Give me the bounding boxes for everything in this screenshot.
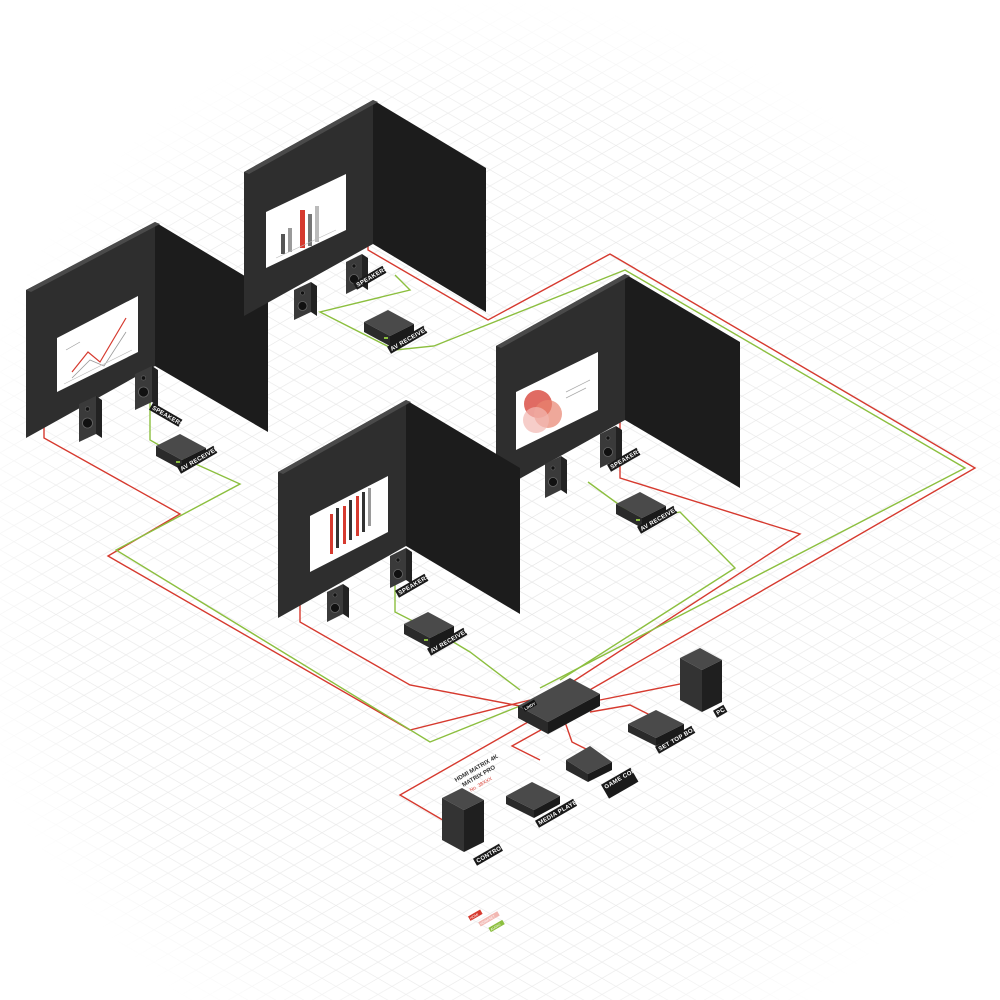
- room-3: SPEAKERS AV RECEIVER: [278, 400, 520, 656]
- legend-hdmi-text: HDMI: [469, 912, 479, 920]
- set-top-box: SET TOP BOX: [628, 710, 698, 754]
- legend-audio-text: AUDIO: [490, 923, 502, 932]
- line-chart-graphic: [63, 317, 133, 385]
- legend-item-hdmi: HDMI: [468, 909, 483, 921]
- room-1-wall-top: [26, 222, 160, 292]
- hdmi-line-sources-4: [589, 704, 651, 716]
- room-2-wall-side: [373, 100, 486, 312]
- room-4-wall-side: [625, 274, 740, 488]
- hdmi-matrix-switch: LINDY: [518, 678, 600, 734]
- legend-item-audio: AUDIO: [488, 919, 505, 933]
- room-1-screen: [57, 296, 138, 392]
- matrix-badge-text: LINDY: [523, 701, 536, 711]
- media-player: MEDIA PLAYER: [506, 782, 583, 828]
- pc-tower: PC: [680, 648, 728, 718]
- pc-label: PC: [716, 707, 727, 717]
- speaker-room4-b: [600, 426, 622, 468]
- venn-diagram-graphic: [523, 379, 591, 433]
- audio-line-room1: [114, 398, 541, 743]
- room-4-wall-top: [496, 274, 630, 348]
- room-2-wall-top: [244, 100, 378, 174]
- room-2-screen: [266, 174, 346, 268]
- room-3-wall-side: [406, 400, 520, 614]
- speaker-room4-a: [545, 456, 567, 498]
- speaker-room3-b: [390, 548, 412, 588]
- room-1: SPEAKERS AV RECEIVER: [26, 222, 268, 474]
- column-chart-graphic: [330, 488, 371, 554]
- matrix-badge: LINDY: [522, 699, 538, 712]
- speaker-room2-a: [294, 282, 317, 320]
- av-receiver-room3: [404, 612, 454, 648]
- hdmi-line-sources-2: [510, 725, 549, 761]
- room-2: SPEAKERS AV RECEIVER: [244, 100, 486, 354]
- bar-chart-graphic: [275, 206, 337, 259]
- room-4: SPEAKERS AV RECEIVER: [496, 274, 740, 534]
- room-3-wall-top: [278, 400, 411, 474]
- speaker-room3-a: [327, 584, 349, 622]
- av-receiver-room2: [364, 310, 414, 346]
- speaker-room1-a: [79, 396, 102, 442]
- room-1-wall-side: [155, 222, 268, 432]
- audio-line-room2: [317, 269, 967, 689]
- speaker-room1-b: [135, 366, 158, 410]
